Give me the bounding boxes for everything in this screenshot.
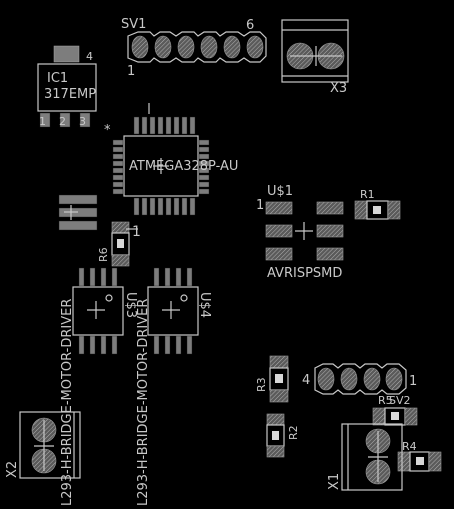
- avrisp-header[interactable]: U$1 1 AVRISPSMD: [256, 184, 344, 281]
- x3-terminal[interactable]: X3: [281, 19, 349, 96]
- avrisp-pads: [265, 201, 344, 261]
- ic1-pin-2: 2: [59, 115, 66, 128]
- u4-pads: [153, 267, 193, 355]
- ic1-name: IC1: [47, 71, 68, 86]
- u1-pin1: 1: [256, 198, 264, 213]
- r2-name: R2: [287, 425, 300, 440]
- sv2-name: SV2: [389, 394, 411, 407]
- ic1-pin-1: 1: [39, 115, 46, 128]
- x1-name: X1: [327, 473, 342, 490]
- c1-ref: 1: [132, 224, 141, 240]
- sv2-header[interactable]: 4 1: [302, 363, 417, 395]
- resistor-r1[interactable]: R1: [354, 188, 401, 220]
- motor-driver-u3[interactable]: U$3 L293-H-BRIDGE-MOTOR-DRIVER: [60, 267, 138, 506]
- x1-terminal[interactable]: X1: [327, 423, 403, 491]
- resistor-r5[interactable]: R5 SV2: [372, 394, 418, 426]
- capacitor-c1[interactable]: [58, 194, 98, 231]
- sv1-header[interactable]: SV1 6 1: [121, 17, 267, 79]
- sv1-pin-last: 6: [246, 18, 254, 33]
- x2-name: X2: [5, 461, 20, 478]
- ic1-pin-3: 3: [79, 115, 86, 128]
- sv1-pin-first: 1: [127, 64, 135, 79]
- u1-name: U$1: [267, 184, 293, 199]
- resistor-r4[interactable]: R4: [397, 440, 442, 472]
- sv2-pin-left: 4: [302, 373, 310, 388]
- r6-name: R6: [97, 247, 110, 262]
- atmega-qfp[interactable]: * ATMEGA328P-AU: [104, 103, 238, 216]
- sv1-name: SV1: [121, 17, 146, 32]
- ic1-pin4: 4: [86, 50, 93, 63]
- x2-terminal[interactable]: X2: [5, 411, 81, 479]
- x3-name: X3: [330, 81, 347, 96]
- r5-name: R5: [378, 394, 393, 407]
- u1-value: AVRISPSMD: [267, 266, 342, 281]
- r1-name: R1: [360, 188, 375, 201]
- resistor-r6[interactable]: R6 1: [97, 221, 141, 267]
- u4-name: U$4: [197, 292, 212, 318]
- u4-value: L293-H-BRIDGE-MOTOR-DRIVER: [136, 299, 151, 506]
- atmega-star: *: [104, 123, 111, 138]
- sv2-pin-right: 1: [409, 374, 417, 389]
- r4-name: R4: [402, 440, 417, 453]
- sv1-pads: [131, 35, 264, 59]
- atmega-value: ATMEGA328P-AU: [129, 159, 238, 174]
- r3-name: R3: [255, 377, 268, 392]
- u3-name: U$3: [123, 292, 138, 318]
- sv2-pads: [317, 367, 403, 391]
- atmega-pads: [112, 116, 210, 216]
- motor-driver-u4[interactable]: U$4 L293-H-BRIDGE-MOTOR-DRIVER: [136, 267, 212, 506]
- resistor-r3[interactable]: R3: [255, 355, 289, 403]
- resistor-r2[interactable]: R2: [266, 413, 300, 458]
- ic1-regulator[interactable]: 4 IC1 317EMP 1 2 3: [37, 45, 97, 128]
- u3-pads: [78, 267, 118, 355]
- u3-value: L293-H-BRIDGE-MOTOR-DRIVER: [60, 299, 75, 506]
- ic1-value: 317EMP: [44, 87, 96, 102]
